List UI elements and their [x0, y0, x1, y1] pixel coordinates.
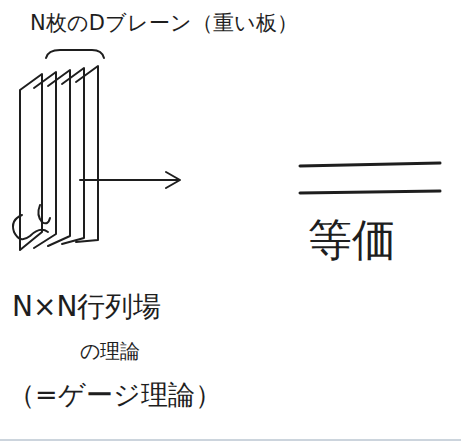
title-note: N枚のDブレーン（重い板） — [30, 12, 298, 35]
arrow — [80, 179, 178, 181]
theory-label: N×N行列場 — [12, 292, 161, 323]
brace — [46, 50, 104, 58]
brane-plate — [62, 68, 84, 244]
brane-plate — [48, 70, 70, 246]
arrowhead — [166, 172, 180, 188]
brane-plate — [34, 72, 56, 248]
equals-sign — [300, 163, 440, 166]
theory-label: の理論 — [80, 340, 140, 362]
gauge-note: （=ゲージ理論） — [8, 380, 222, 410]
equals-sign — [300, 191, 440, 193]
equivalence-label: 等価 — [308, 216, 396, 264]
ruled-line — [0, 440, 461, 441]
brane-plate — [20, 74, 42, 250]
open-string — [38, 205, 50, 223]
open-string — [13, 215, 48, 239]
brane-plate — [76, 66, 98, 242]
